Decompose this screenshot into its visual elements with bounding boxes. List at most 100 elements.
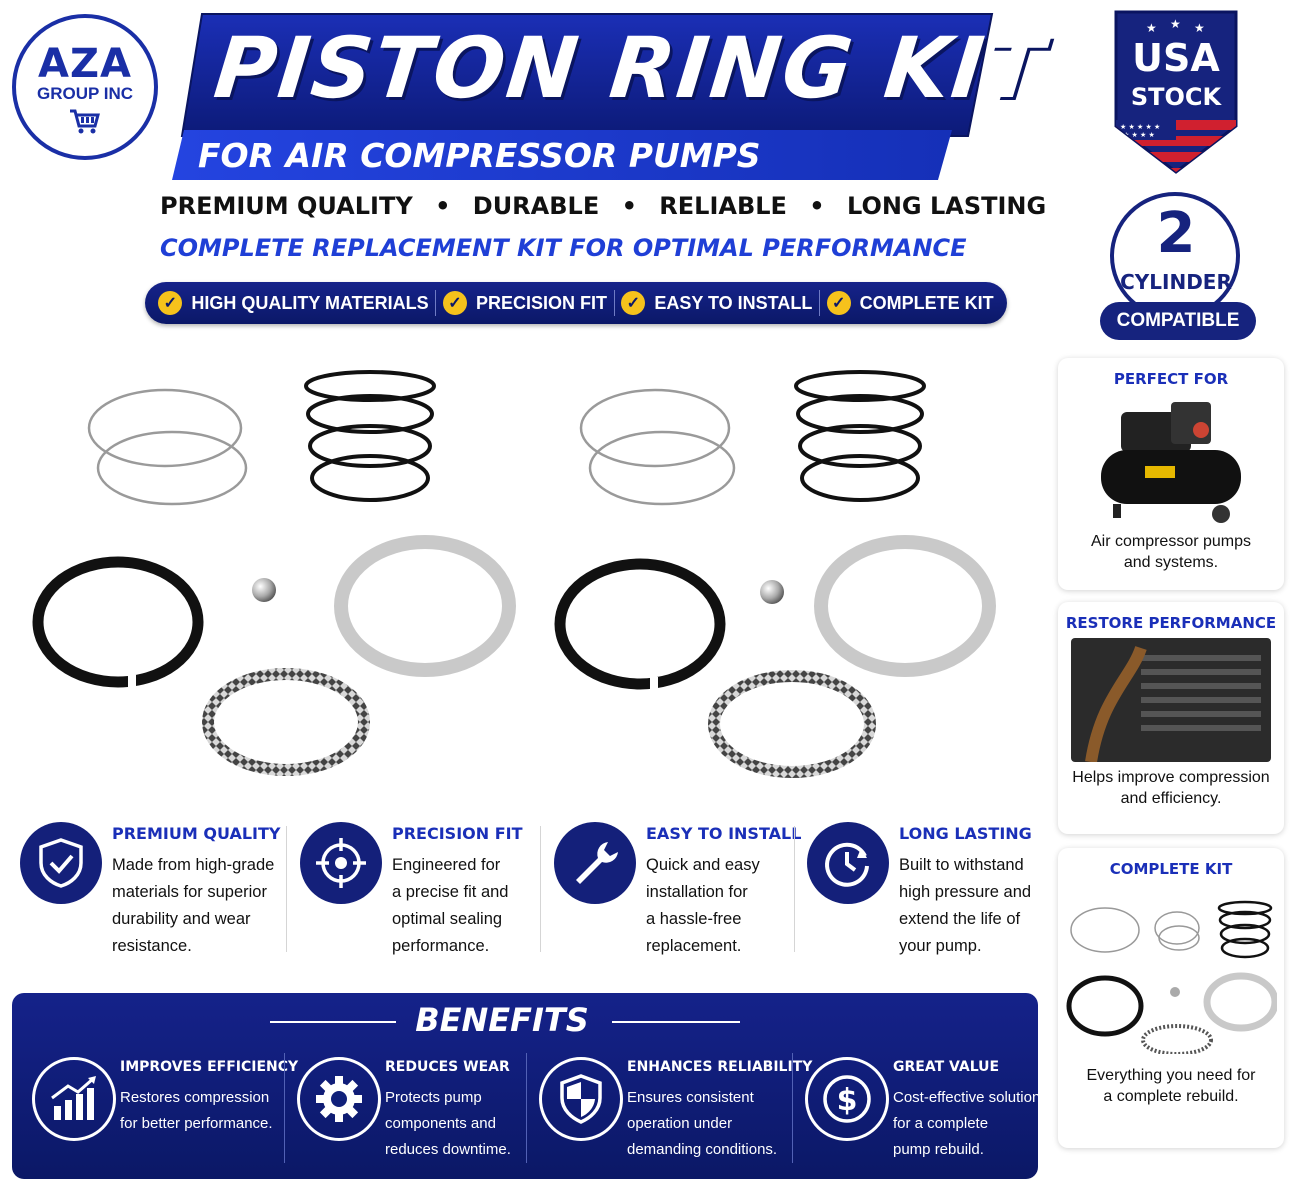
divider [526, 1053, 527, 1163]
ring-set-left [32, 370, 516, 776]
svg-text:★ ★ ★ ★ ★: ★ ★ ★ ★ ★ [1120, 123, 1160, 131]
divider [819, 290, 820, 316]
feature-title: LONG LASTING [899, 824, 1032, 843]
card-complete-kit: COMPLETE KIT Everything you need for a c… [1058, 848, 1284, 1148]
wire-expander-ring [579, 388, 736, 506]
shield-check-icon [20, 822, 102, 904]
bar-chart-icon [32, 1057, 116, 1141]
highlight-item: ✓PRECISION FIT [442, 291, 607, 315]
feature-title: PREMIUM QUALITY [112, 824, 281, 843]
usa-stock-badge: ★ ★ ★ ★ ★ ★ ★ ★ ★ ★★★ USA STOCK [1110, 8, 1242, 176]
highlight-item: ✓ EASY TO INSTALL [621, 291, 812, 315]
coil-spring [304, 370, 436, 502]
check-icon: ✓ [158, 291, 183, 315]
card-title: PERFECT FOR [1113, 370, 1229, 388]
compatible-label: COMPATIBLE [1100, 302, 1256, 340]
wrench-icon [554, 822, 636, 904]
svg-text:★: ★ [1170, 17, 1181, 31]
highlight-item: ✓ COMPLETE KIT [826, 291, 994, 315]
silver-washer-ring [334, 535, 516, 677]
usa-label: USA [1132, 36, 1220, 80]
highlight-label: HIGH QUALITY MATERIALS [191, 292, 429, 313]
silver-washer-ring [814, 535, 996, 677]
company-logo: AZA GROUP INC [12, 14, 158, 160]
coil-spring [794, 370, 926, 502]
crosshair-icon [300, 822, 382, 904]
benefit-title: IMPROVES EFFICIENCY [120, 1059, 299, 1075]
feature-title: PRECISION FIT [392, 824, 523, 843]
card-text: Helps improve compression [1072, 769, 1270, 786]
card-perfect-for: PERFECT FOR Air compressor pumps and sys… [1058, 358, 1284, 590]
cart-icon [16, 108, 154, 141]
kit-contents-image [1066, 900, 1279, 1056]
feature-title: EASY TO INSTALL [646, 824, 802, 843]
banner-shape [172, 13, 994, 180]
svg-text:★ ★ ★ ★: ★ ★ ★ ★ [1123, 131, 1155, 139]
tagline-item: DURABLE [472, 192, 600, 220]
logo-name: AZA [38, 41, 132, 87]
benefit-title: REDUCES WEAR [385, 1059, 510, 1075]
cylinder-badge: 2 CYLINDER COMPATIBLE [1098, 192, 1258, 342]
highlight-label: COMPLETE KIT [859, 292, 994, 313]
divider [613, 290, 615, 316]
air-compressor-image [1101, 402, 1241, 523]
divider [435, 290, 437, 316]
check-icon: ✓ [826, 291, 851, 315]
tagline-item: LONG LASTING [847, 192, 1047, 220]
card-text: and systems. [1123, 554, 1219, 571]
card-text: a complete rebuild. [1103, 1088, 1239, 1105]
card-text: Everything you need for [1086, 1067, 1256, 1084]
benefits-panel: BENEFITS IMPROVES EFFICIENCY Restores co… [12, 993, 1040, 1179]
cylinder-label: CYLINDER [1120, 270, 1232, 294]
divider [612, 1021, 740, 1023]
logo-subtitle: GROUP INC [36, 84, 134, 103]
tagline-item: PREMIUM QUALITY [160, 192, 413, 220]
benefit-title: ENHANCES RELIABILITY [627, 1059, 813, 1075]
card-text: and efficiency. [1120, 790, 1222, 807]
divider [270, 1021, 396, 1023]
black-compression-ring [554, 558, 726, 691]
cylinder-count: 2 [1156, 201, 1196, 266]
divider [540, 826, 541, 952]
divider [792, 1053, 793, 1163]
steel-ball [760, 580, 784, 604]
benefit-title: GREAT VALUE [893, 1059, 1000, 1075]
page-title: PISTON RING KIT [209, 19, 1050, 117]
stock-label: STOCK [1130, 83, 1222, 111]
quality-taglines: PREMIUM QUALITY • DURABLE • RELIABLE • L… [160, 192, 1047, 220]
steel-ball [252, 578, 276, 602]
page-subtitle: FOR AIR COMPRESSOR PUMPS [198, 136, 761, 175]
tagline-item: RELIABLE [659, 192, 787, 220]
highlight-label: EASY TO INSTALL [654, 292, 813, 313]
gear-icon [297, 1057, 381, 1141]
engine-cylinder-image [1071, 638, 1271, 763]
dollar-icon: $ [805, 1057, 889, 1141]
check-icon: ✓ [621, 291, 646, 315]
card-title: COMPLETE KIT [1109, 860, 1233, 878]
svg-text:$: $ [837, 1083, 858, 1118]
badge-ring [1110, 192, 1240, 320]
wire-expander-ring [87, 388, 248, 506]
card-text: Air compressor pumps [1090, 533, 1252, 550]
ring-set-right [554, 370, 996, 778]
replacement-tagline: COMPLETE REPLACEMENT KIT FOR OPTIMAL PER… [160, 234, 967, 262]
card-restore-performance: RESTORE PERFORMANCE Helps improve compre… [1058, 602, 1284, 834]
clock-arrow-icon [807, 822, 889, 904]
highlights-bar: ✓ HIGH QUALITY MATERIALS ✓PRECISION FIT ✓… [145, 282, 1007, 324]
highlight-item: ✓ HIGH QUALITY MATERIALS [158, 291, 429, 315]
svg-text:★: ★ [1194, 21, 1205, 35]
divider [284, 1053, 285, 1163]
title-banner: PISTON RING KIT FOR AIR COMPRESSOR PUMPS [0, 0, 1314, 190]
